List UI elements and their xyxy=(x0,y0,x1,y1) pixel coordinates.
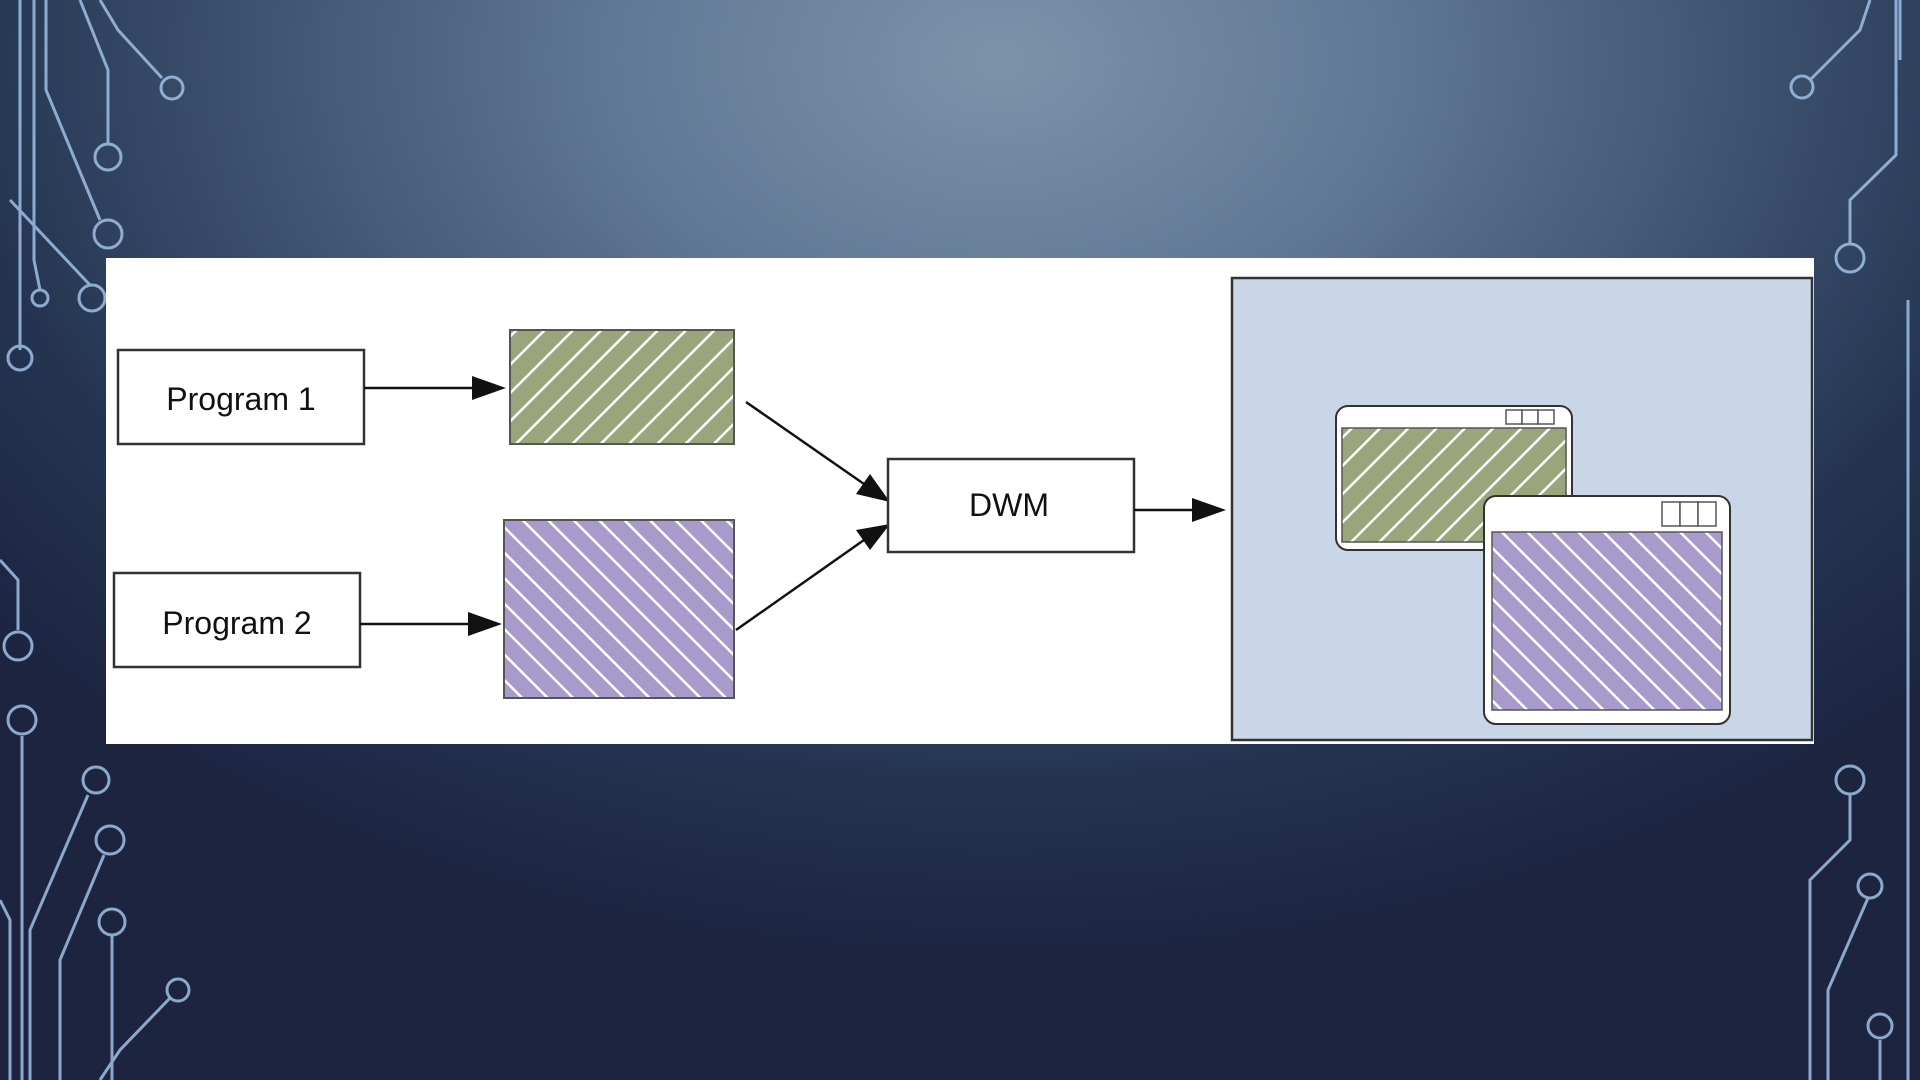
program2-label: Program 2 xyxy=(162,605,311,641)
arrow-program1-to-buffer xyxy=(364,376,506,400)
arrow-program2-to-buffer xyxy=(360,612,502,636)
arrow-buffer1-to-dwm xyxy=(745,400,890,502)
program2-box: Program 2 xyxy=(112,571,362,669)
program1-buffer xyxy=(509,329,735,445)
window-program2 xyxy=(1483,495,1731,725)
dwm-box: DWM xyxy=(886,457,1136,554)
dwm-label: DWM xyxy=(969,487,1049,523)
arrow-buffer2-to-dwm xyxy=(735,524,890,632)
window-controls-icon xyxy=(1505,409,1555,425)
window-controls-icon xyxy=(1661,501,1717,527)
program2-buffer xyxy=(503,519,735,699)
program1-label: Program 1 xyxy=(166,381,315,417)
arrow-dwm-to-desktop xyxy=(1134,498,1226,522)
circuit-decoration-left xyxy=(0,0,191,1080)
circuit-decoration-right xyxy=(1789,0,1910,1080)
program1-box: Program 1 xyxy=(116,348,366,446)
dwm-composition-diagram: Program 1 Program 2 xyxy=(112,276,1814,742)
diagram-panel: Program 1 Program 2 xyxy=(106,258,1814,744)
